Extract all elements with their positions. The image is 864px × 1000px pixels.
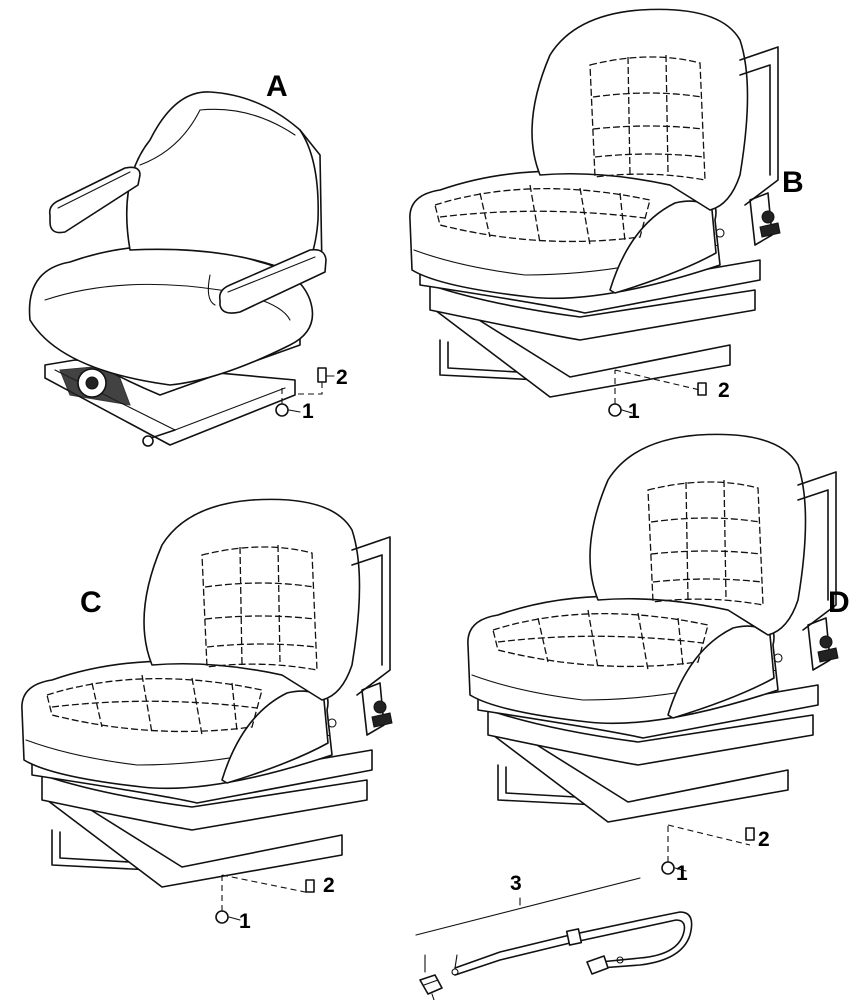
callout-2-c: 2	[323, 874, 335, 897]
seat-view-a	[28, 91, 335, 447]
view-label-d: D	[828, 586, 850, 619]
seat-view-c	[21, 498, 393, 924]
view-label-c: C	[80, 586, 102, 619]
callout-2-b: 2	[718, 379, 730, 402]
callout-1-c: 1	[239, 910, 251, 933]
callout-2-d: 2	[758, 828, 770, 851]
cable-harness	[415, 877, 693, 1000]
seat-view-d	[467, 433, 839, 875]
view-label-a: A	[266, 70, 288, 103]
callout-1-d: 1	[676, 862, 688, 885]
callout-1-a: 1	[302, 400, 314, 423]
view-label-b: B	[782, 166, 804, 199]
callout-1-b: 1	[628, 400, 640, 423]
callout-2-a: 2	[336, 366, 348, 389]
callout-3-cable: 3	[510, 872, 522, 895]
seat-view-b	[409, 8, 781, 417]
